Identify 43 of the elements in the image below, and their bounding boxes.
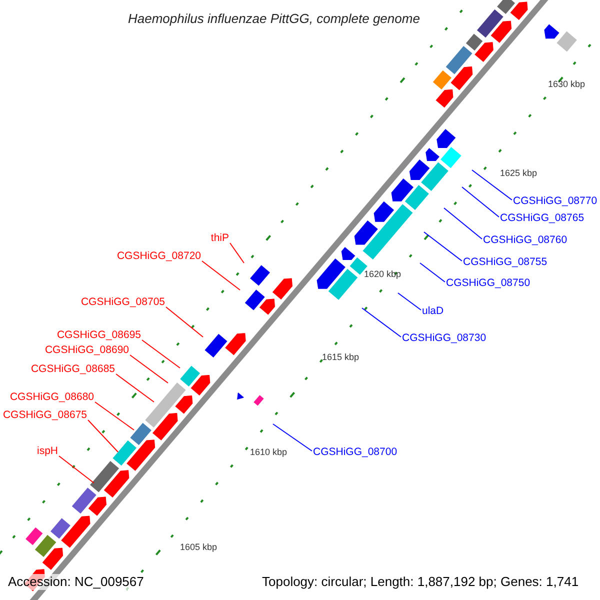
leader-line (58, 456, 94, 484)
gene-label: CGSHiGG_08685 (30, 363, 115, 375)
gene-label: ulaD (422, 305, 444, 317)
leader-line (362, 308, 402, 338)
gene-label: CGSHiGG_08765 (500, 212, 584, 224)
leader-line (94, 402, 134, 430)
gene-label: thiP (210, 232, 229, 244)
scale-label: 1630 kbp (548, 78, 586, 90)
info-text: Accession: NC_009567 (8, 574, 144, 590)
gene-label: CGSHiGG_08700 (313, 446, 398, 458)
leader-line (462, 186, 500, 218)
gene-label: CGSHiGG_08770 (513, 195, 598, 207)
gene-label: CGSHiGG_08720 (116, 250, 201, 262)
leader-line (230, 242, 244, 264)
gene-label: CGSHiGG_08730 (402, 332, 486, 344)
leader-line (272, 424, 312, 452)
scale-label: 1615 kbp (322, 351, 360, 363)
scale-label: 1605 kbp (180, 541, 218, 553)
leader-line (202, 260, 240, 290)
gene-label: CGSHiGG_08705 (80, 296, 165, 308)
gene-label: CGSHiGG_08750 (446, 277, 530, 289)
scale-label: 1620 kbp (364, 268, 402, 280)
gene-label: CGSHiGG_08675 (2, 409, 87, 421)
scale-label: 1610 kbp (250, 446, 288, 458)
leader-line (130, 354, 168, 384)
info-text: Topology: circular; Length: 1,887,192 bp; Genes: 1,741 (262, 574, 579, 590)
leader-line (398, 292, 422, 310)
leader-line (142, 340, 180, 368)
gene-label: CGSHiGG_08690 (44, 344, 129, 356)
gene-label: ispH (36, 445, 58, 457)
leader-line (444, 208, 482, 240)
leader-line (472, 170, 512, 200)
leader-line (424, 232, 462, 262)
gene-label: CGSHiGG_08755 (463, 256, 548, 268)
leader-line (420, 262, 446, 282)
leader-line (166, 306, 204, 338)
gene-label: CGSHiGG_08760 (483, 234, 568, 246)
leader-line (116, 374, 154, 402)
scale-label: 1625 kbp (500, 167, 538, 179)
gene-label: CGSHiGG_08695 (56, 329, 141, 341)
leader-line (88, 420, 118, 452)
gene-label: CGSHiGG_08680 (10, 391, 94, 403)
diagram-title: Haemophilus influenzae PittGG, complete genome (128, 10, 420, 28)
